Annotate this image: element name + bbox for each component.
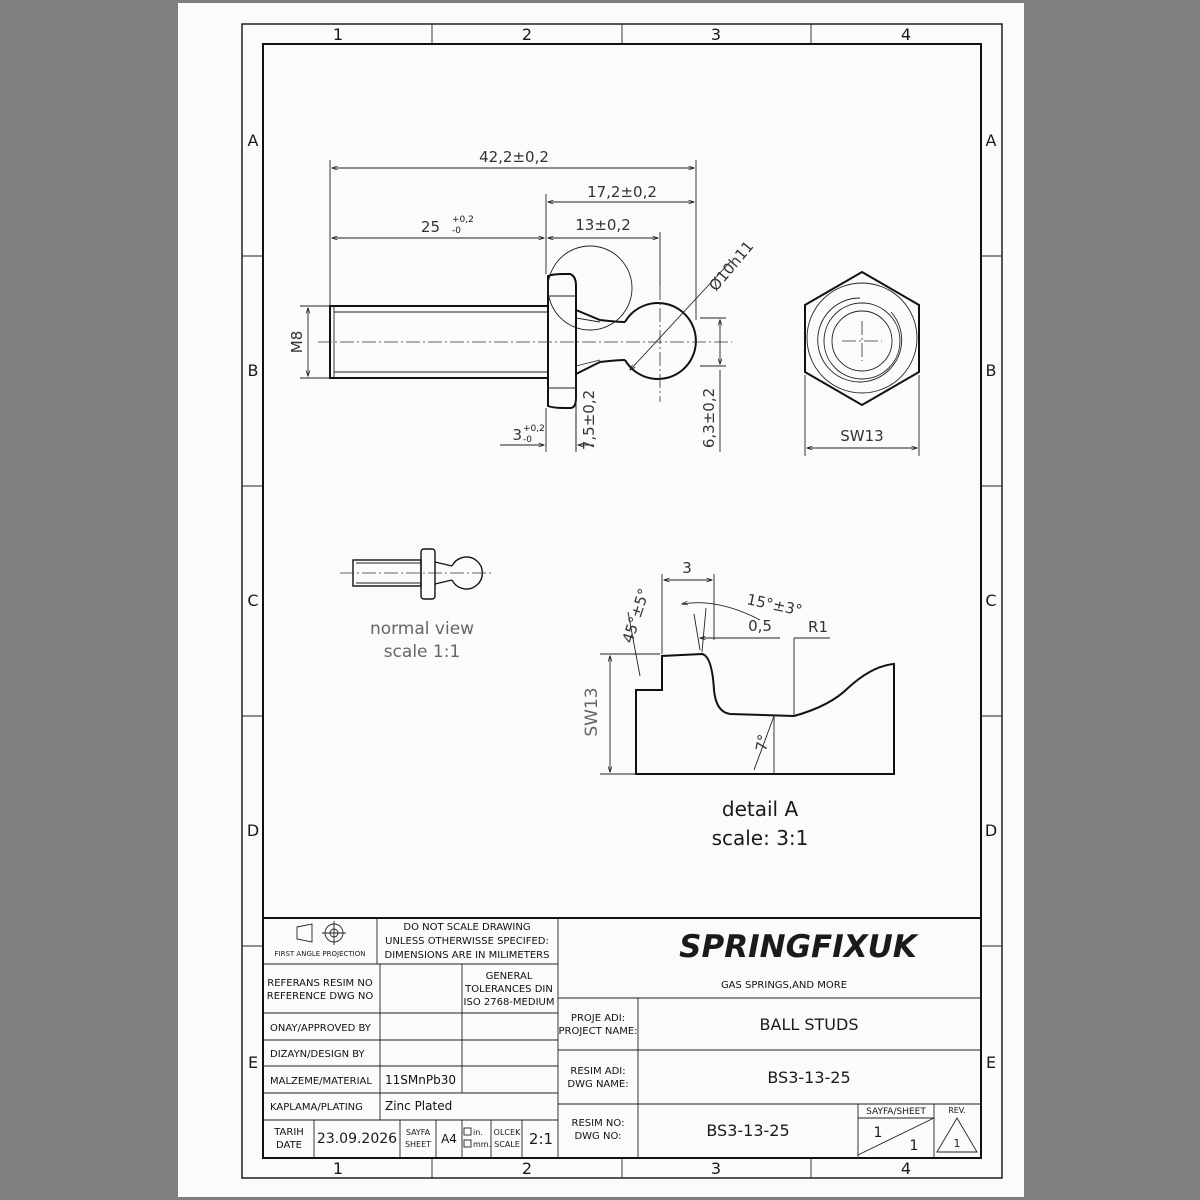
material-label: MALZEME/MATERIAL: [270, 1076, 372, 1087]
detail-offset: 0,5: [748, 617, 772, 635]
title-block: FIRST ANGLE PROJECTION DO NOT SCALE DRAW…: [262, 917, 982, 1159]
sheet-label: SAYFA/SHEET: [866, 1107, 926, 1117]
unit-in-checkbox[interactable]: [463, 1127, 472, 1136]
detail-caption: detail A: [722, 797, 799, 821]
row-label-a-right: A: [986, 131, 997, 150]
ball-stud-end-view: SW13: [804, 270, 920, 456]
row-label-a: A: [248, 131, 259, 150]
detail-draft-angle: 7°: [752, 733, 773, 753]
sheet-total: 1: [910, 1138, 919, 1154]
unit-mm-checkbox[interactable]: [463, 1139, 472, 1148]
row-label-e: E: [248, 1053, 258, 1072]
column-label-4: 4: [901, 25, 911, 44]
ref-label-en: REFERENCE DWG NO: [267, 991, 374, 1002]
row-label-b: B: [248, 361, 259, 380]
dwg-name-value: BS3-13-25: [767, 1068, 850, 1087]
dim-flange-thickness: 3: [512, 426, 522, 444]
tolerance-line-3: ISO 2768-MEDIUM: [464, 997, 555, 1008]
column-label-3: 3: [711, 25, 721, 44]
dwg-name-label-en: DWG NAME:: [567, 1079, 628, 1090]
hex-outline: [804, 270, 920, 407]
dim-head-to-end: 17,2±0,2: [587, 183, 657, 201]
dwg-name-label-tr: RESIM ADI:: [570, 1066, 625, 1077]
project-label-tr: PROJE ADI:: [571, 1013, 625, 1024]
normal-view: normal view scale 1:1: [340, 548, 492, 662]
detail-width: 3: [682, 559, 692, 577]
sheet-number: 1: [874, 1125, 883, 1141]
detail-hex-label: SW13: [582, 687, 602, 736]
column-label-3-bottom: 3: [711, 1159, 721, 1178]
dim-ball-height: 6,3±0,2: [700, 388, 718, 448]
company-name: SPRINGFIXUK: [679, 929, 919, 965]
row-label-b-right: B: [986, 361, 997, 380]
detail-section: [635, 652, 895, 775]
date-label-en: DATE: [276, 1140, 302, 1151]
projection-label: FIRST ANGLE PROJECTION: [275, 950, 366, 958]
revision-triangle-icon: [936, 1117, 978, 1153]
dim-thread: M8: [288, 331, 306, 354]
dwg-no-value: BS3-13-25: [706, 1121, 789, 1140]
scale-label-tr: OLCEK: [494, 1128, 521, 1137]
dim-flange-tol-upper: +0,2: [523, 424, 545, 434]
detail-scale: scale: 3:1: [712, 826, 809, 850]
dim-shank-tol-lower: -0: [452, 226, 461, 236]
tolerance-line-1: GENERAL: [486, 971, 533, 982]
hex-flange: [547, 273, 577, 409]
row-label-d-right: D: [985, 821, 997, 840]
rev-value: 1: [954, 1137, 961, 1150]
row-label-c: C: [247, 591, 258, 610]
detail-radius: R1: [808, 618, 828, 636]
ball-head: [624, 302, 697, 380]
sheet-size-value: A4: [441, 1132, 457, 1146]
approved-label: ONAY/APPROVED BY: [270, 1023, 372, 1034]
scale-label-en: SCALE: [494, 1140, 520, 1149]
column-label-4-bottom: 4: [901, 1159, 911, 1178]
detail-a-view: 3 45°±5° 15°±3° 0,5 R1 SW13 7° detail A …: [582, 559, 895, 850]
rev-label: REV.: [948, 1106, 966, 1115]
tolerance-line-2: TOLERANCES DIN: [464, 984, 553, 995]
note-line-3: DIMENSIONS ARE IN MILIMETERS: [385, 950, 550, 961]
dwg-no-label-en: DWG NO:: [574, 1131, 621, 1142]
normal-view-scale: scale 1:1: [384, 642, 461, 662]
dwg-no-label-tr: RESIM NO:: [572, 1118, 625, 1129]
scale-value: 2:1: [529, 1130, 553, 1148]
sheet-size-label-en: SHEET: [405, 1140, 431, 1149]
column-label-2-bottom: 2: [522, 1159, 532, 1178]
plating-label: KAPLAMA/PLATING: [270, 1102, 363, 1113]
first-angle-projection-icon: [296, 921, 346, 945]
dim-hex-size: SW13: [840, 427, 883, 445]
design-label: DIZAYN/DESIGN BY: [270, 1049, 366, 1060]
dim-flange-tol-lower: -0: [523, 435, 532, 445]
row-label-c-right: C: [985, 591, 996, 610]
plating-value: Zinc Plated: [385, 1099, 452, 1113]
dim-overall-length: 42,2±0,2: [479, 148, 549, 166]
unit-in-label: in.: [473, 1128, 483, 1137]
row-label-d: D: [247, 821, 259, 840]
column-label-1-bottom: 1: [333, 1159, 343, 1178]
note-line-2: UNLESS OTHERWISSE SPECIFED:: [385, 936, 549, 947]
unit-mm-label: mm.: [473, 1140, 491, 1149]
dim-ball-center: 13±0,2: [575, 216, 631, 234]
ref-label-tr: REFERANS RESIM NO: [267, 978, 373, 989]
row-label-e-right: E: [986, 1053, 996, 1072]
dim-shank-length: 25: [421, 218, 440, 236]
column-label-1: 1: [333, 25, 343, 44]
sheet-size-label-tr: SAYFA: [406, 1128, 431, 1137]
project-label-en: PROJECT NAME:: [558, 1026, 637, 1037]
date-value: 23.09.2026: [317, 1131, 397, 1147]
dim-neck-length: 7,5±0,2: [580, 390, 598, 450]
normal-view-caption: normal view: [370, 619, 474, 639]
column-label-2: 2: [522, 25, 532, 44]
detail-a-marker: [547, 245, 633, 331]
note-line-1: DO NOT SCALE DRAWING: [403, 922, 530, 933]
date-label-tr: TARIH: [273, 1127, 304, 1138]
material-value: 11SMnPb30: [385, 1073, 456, 1087]
project-name-value: BALL STUDS: [760, 1015, 859, 1034]
company-subtitle: GAS SPRINGS,AND MORE: [721, 980, 847, 991]
dim-shank-tol-upper: +0,2: [452, 215, 474, 225]
